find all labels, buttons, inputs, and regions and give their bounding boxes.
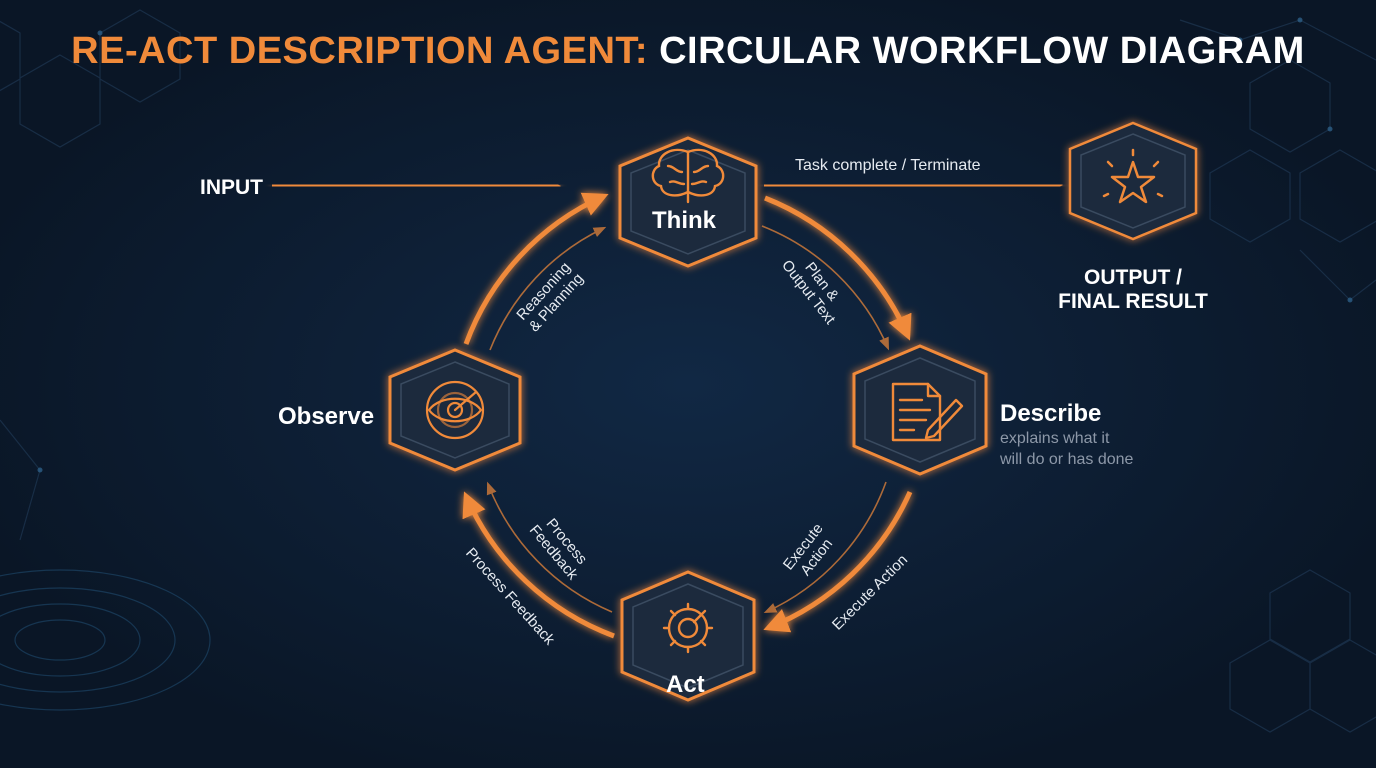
- feedback-arrow: [462, 491, 615, 639]
- think-node[interactable]: [618, 136, 758, 268]
- plan-arrow: [764, 195, 912, 341]
- think-label: Think: [652, 207, 716, 234]
- star-icon: [1102, 148, 1164, 204]
- observe-node[interactable]: [388, 348, 522, 472]
- describe-note-line1: explains what it: [1000, 430, 1110, 447]
- describe-note-line2: will do or has done: [1000, 451, 1134, 468]
- diagram-title: RE-ACT DESCRIPTION AGENT: CIRCULAR WORKF…: [0, 30, 1376, 73]
- eye-radar-icon: [425, 380, 485, 440]
- title-accent: RE-ACT DESCRIPTION AGENT:: [71, 30, 649, 72]
- title-rest: CIRCULAR WORKFLOW DIAGRAM: [648, 30, 1305, 72]
- reasoning-arrow: [463, 192, 609, 345]
- document-pencil-icon: [891, 382, 964, 442]
- output-label-line1: OUTPUT /: [1084, 266, 1182, 289]
- act-label: Act: [666, 671, 705, 698]
- terminate-label: Task complete / Terminate: [795, 157, 981, 174]
- brain-icon: [651, 148, 725, 204]
- output-node[interactable]: [1068, 121, 1198, 241]
- gear-wrench-icon: [662, 602, 714, 654]
- describe-label: Describe: [1000, 400, 1102, 427]
- execute-inner-connector: [763, 481, 887, 614]
- act-node[interactable]: [620, 570, 756, 702]
- reasoning-inner-connector: [489, 226, 607, 351]
- feedback-inner-connector: [486, 481, 613, 613]
- describe-node[interactable]: [852, 344, 988, 476]
- observe-label: Observe: [278, 403, 375, 430]
- output-label-line2: FINAL RESULT: [1058, 290, 1208, 313]
- plan-inner-connector: [761, 225, 890, 351]
- input-label: INPUT: [200, 176, 263, 199]
- execute-arrow: [763, 490, 913, 633]
